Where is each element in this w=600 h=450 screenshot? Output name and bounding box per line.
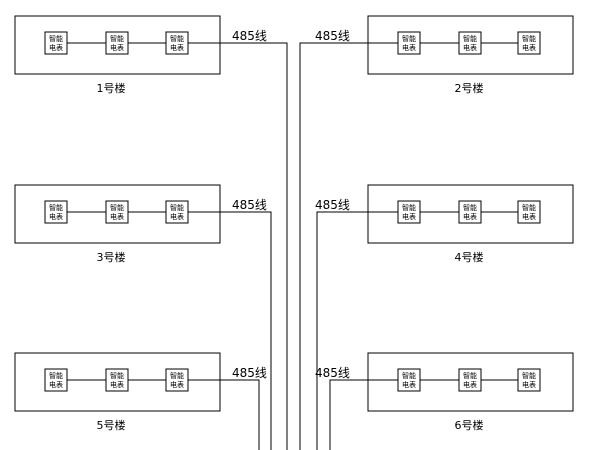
smart-meter-box [44, 368, 68, 392]
rs485-cable [299, 42, 398, 450]
smart-meter-label-line2: 电表 [170, 43, 184, 52]
smart-meter-label-line2: 电表 [402, 380, 416, 389]
smart-meter-label-line1: 智能 [402, 203, 416, 212]
smart-meter-label-line1: 智能 [49, 203, 63, 212]
rs485-cable [188, 211, 272, 450]
smart-meter-box [517, 31, 541, 55]
smart-meter-box [44, 200, 68, 224]
smart-meter-label-line1: 智能 [463, 203, 477, 212]
smart-meter-label-line1: 智能 [110, 371, 124, 380]
building-label: 3号楼 [97, 250, 126, 264]
smart-meter-label-line1: 智能 [170, 203, 184, 212]
smart-meter-label-line1: 智能 [522, 371, 536, 380]
building-label: 5号楼 [97, 418, 126, 432]
building-label: 1号楼 [97, 81, 126, 95]
buildings-layer: 智能电表智能电表智能电表485线1号楼智能电表智能电表智能电表485线2号楼智能… [14, 15, 574, 432]
cable-label: 485线 [232, 29, 267, 43]
smart-meter-label-line1: 智能 [522, 203, 536, 212]
smart-meter-box [458, 31, 482, 55]
smart-meter-box [458, 200, 482, 224]
smart-meter-label-line1: 智能 [49, 371, 63, 380]
smart-meter-label-line2: 电表 [463, 43, 477, 52]
smart-meter-label-line1: 智能 [170, 371, 184, 380]
smart-meter-label-line2: 电表 [522, 380, 536, 389]
smart-meter-label-line1: 智能 [463, 371, 477, 380]
cable-label: 485线 [232, 366, 267, 380]
smart-meter-box [517, 200, 541, 224]
building-label: 4号楼 [455, 250, 484, 264]
rs485-cable [329, 379, 398, 450]
rs485-cable [188, 379, 260, 450]
building-label: 6号楼 [455, 418, 484, 432]
building-label: 2号楼 [455, 81, 484, 95]
smart-meter-label-line2: 电表 [402, 43, 416, 52]
smart-meter-label-line1: 智能 [463, 34, 477, 43]
rs485-cable [188, 42, 288, 450]
smart-meter-label-line2: 电表 [522, 212, 536, 221]
smart-meter-label-line1: 智能 [110, 34, 124, 43]
rs485-cable [316, 211, 398, 450]
smart-meter-label-line1: 智能 [522, 34, 536, 43]
trunk-lines [188, 42, 398, 450]
smart-meter-label-line2: 电表 [110, 380, 124, 389]
cable-label: 485线 [315, 366, 350, 380]
smart-meter-label-line1: 智能 [110, 203, 124, 212]
smart-meter-box [458, 368, 482, 392]
smart-meter-box [44, 31, 68, 55]
smart-meter-label-line2: 电表 [170, 380, 184, 389]
smart-meter-box [105, 200, 129, 224]
smart-meter-label-line2: 电表 [49, 380, 63, 389]
smart-meter-label-line2: 电表 [110, 212, 124, 221]
smart-meter-box [105, 368, 129, 392]
smart-meter-label-line2: 电表 [463, 380, 477, 389]
smart-meter-label-line2: 电表 [463, 212, 477, 221]
smart-meter-box [517, 368, 541, 392]
smart-meter-label-line1: 智能 [402, 34, 416, 43]
smart-meter-label-line2: 电表 [170, 212, 184, 221]
smart-meter-box [105, 31, 129, 55]
cable-label: 485线 [315, 198, 350, 212]
smart-meter-label-line1: 智能 [170, 34, 184, 43]
cable-label: 485线 [232, 198, 267, 212]
smart-meter-label-line2: 电表 [522, 43, 536, 52]
smart-meter-label-line2: 电表 [49, 212, 63, 221]
smart-meter-label-line1: 智能 [49, 34, 63, 43]
cable-label: 485线 [315, 29, 350, 43]
smart-meter-label-line2: 电表 [110, 43, 124, 52]
smart-meter-label-line2: 电表 [402, 212, 416, 221]
smart-meter-label-line2: 电表 [49, 43, 63, 52]
smart-meter-label-line1: 智能 [402, 371, 416, 380]
